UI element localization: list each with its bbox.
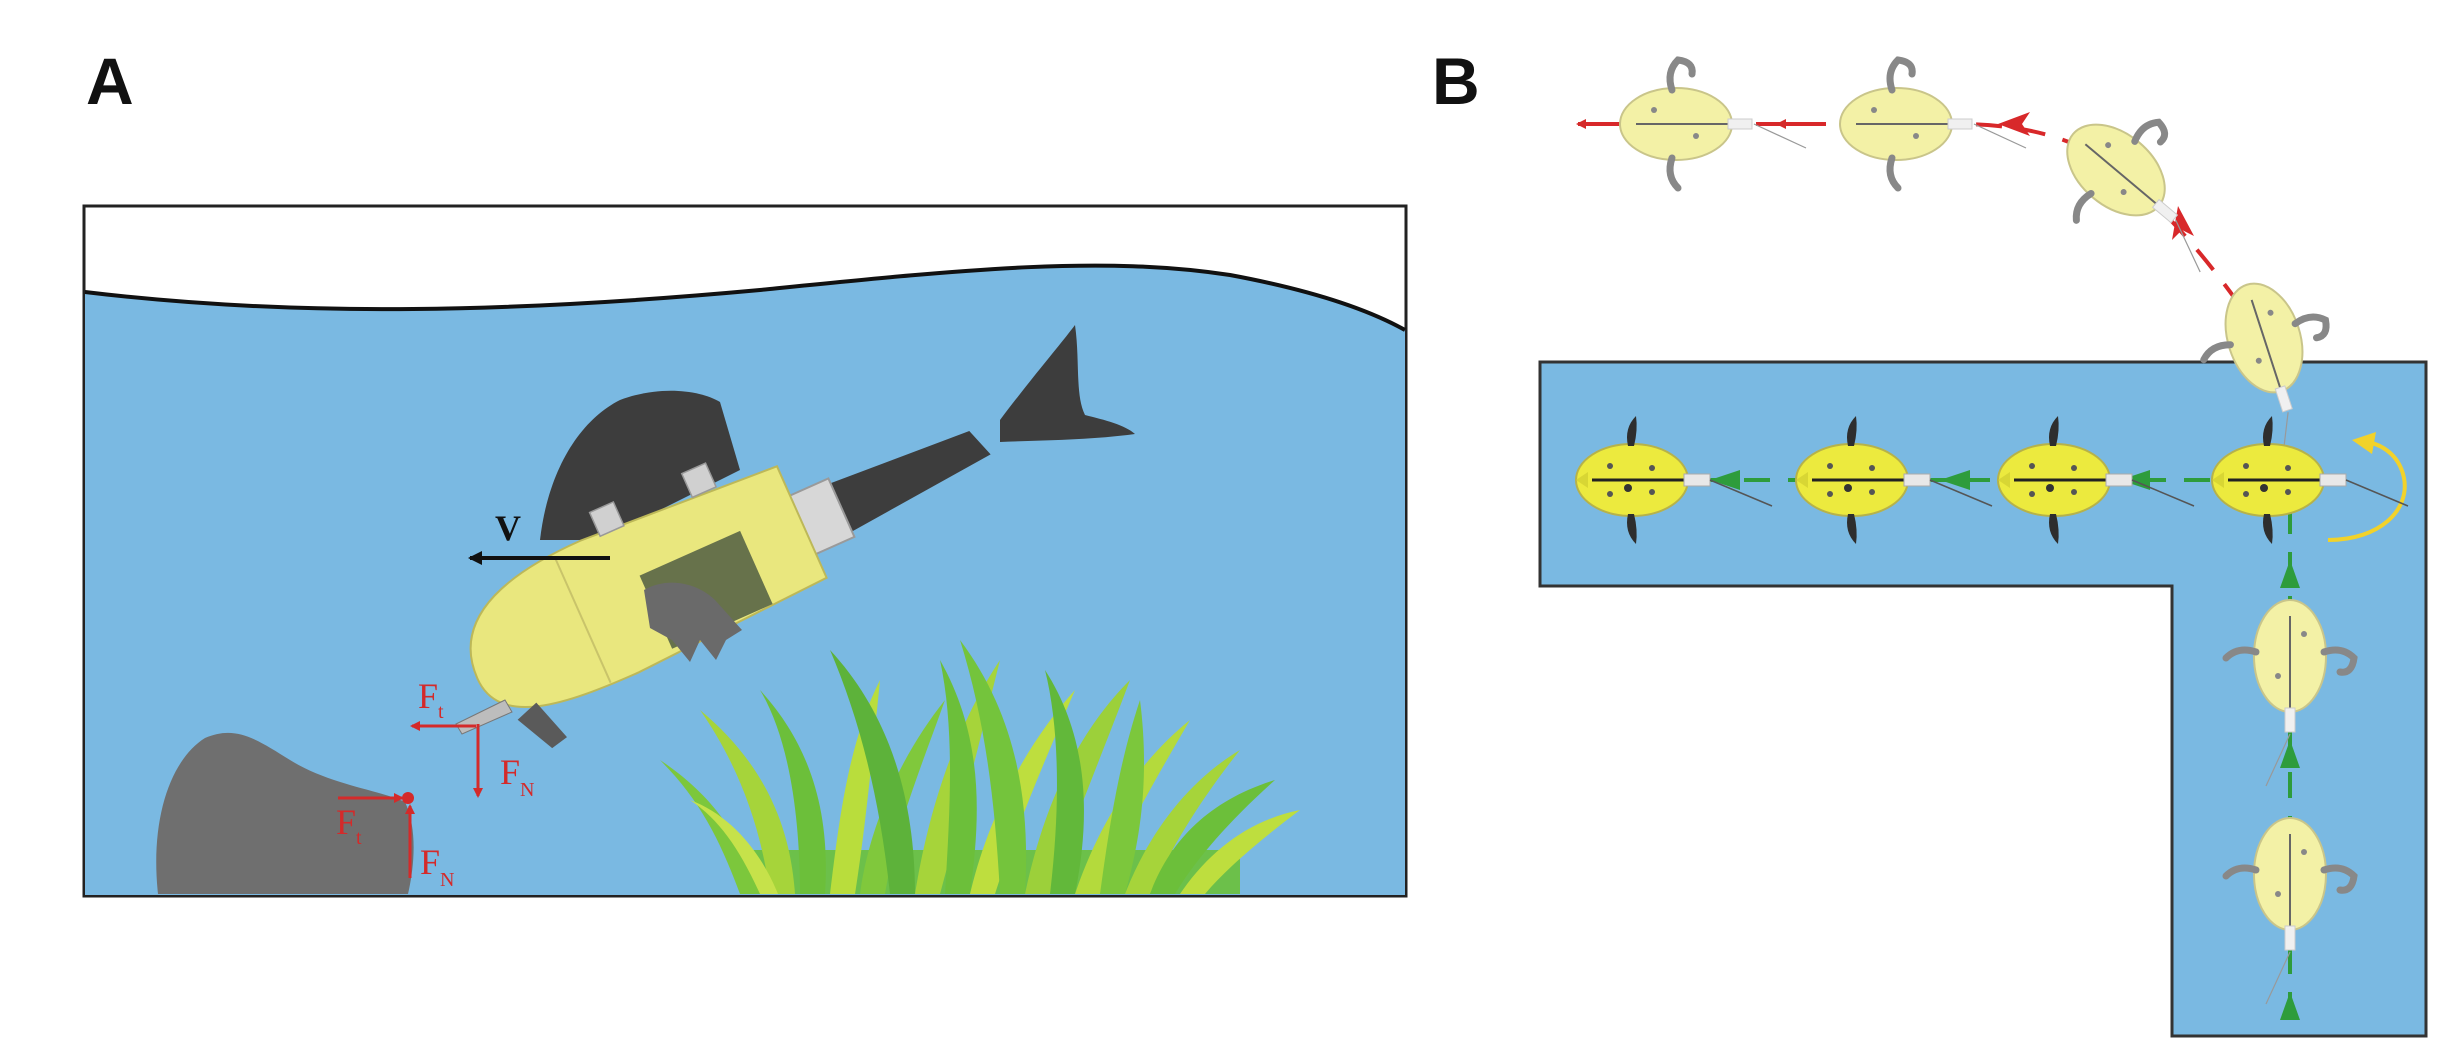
force-label-upper-normal: FN bbox=[500, 752, 534, 801]
tail-fin bbox=[1000, 325, 1135, 442]
pectoral-fin bbox=[644, 582, 742, 662]
velocity-label: V bbox=[495, 508, 521, 548]
force-label-upper-tangential: Ft bbox=[418, 676, 444, 723]
robot-fish-side bbox=[455, 325, 1135, 749]
surface-path bbox=[1756, 122, 2262, 361]
underwater-arrow-1 bbox=[1710, 470, 1740, 490]
l-shaped-pool bbox=[1538, 360, 2428, 1038]
panel-label-b: B bbox=[1432, 44, 1480, 118]
force-label-lower-normal: FN bbox=[420, 842, 454, 891]
contact-point bbox=[402, 792, 414, 804]
underwater-arrow-2 bbox=[1940, 470, 1970, 490]
surface-arrow-3 bbox=[1998, 112, 2030, 136]
water-surface-line bbox=[84, 263, 1406, 332]
turn-arrow bbox=[2327, 440, 2407, 542]
panel-label-a: A bbox=[86, 44, 134, 118]
seagrass bbox=[660, 640, 1300, 894]
dorsal-fin bbox=[540, 390, 740, 540]
underwater-arrow-6 bbox=[2280, 992, 2300, 1020]
tail-shaft bbox=[809, 431, 991, 543]
panel-b-scene bbox=[1538, 60, 2428, 1038]
surface-robot bbox=[2032, 85, 2257, 303]
panel-a-scene: V Ft FN Ft FN bbox=[82, 204, 1408, 898]
underwater-arrow-4 bbox=[2280, 560, 2300, 588]
rock bbox=[156, 732, 414, 894]
underwater-arrow-5 bbox=[2280, 740, 2300, 768]
turn-arrow-head bbox=[2352, 432, 2376, 454]
force-label-lower-tangential: Ft bbox=[336, 802, 362, 849]
